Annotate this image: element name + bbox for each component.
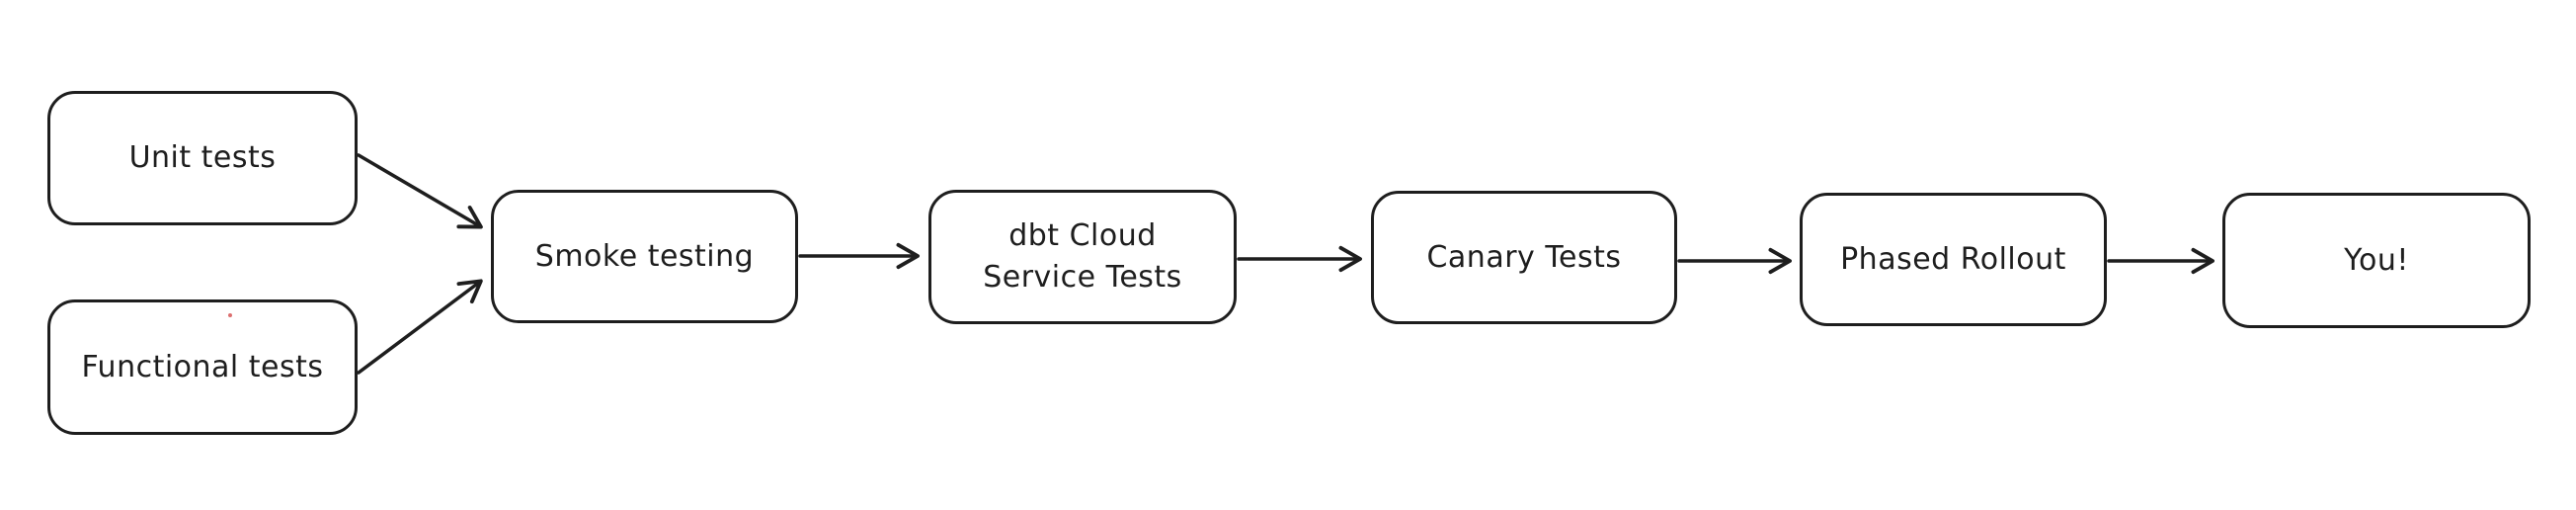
node-smoke-testing: Smoke testing bbox=[491, 190, 798, 323]
node-smoke-testing-label: Smoke testing bbox=[534, 238, 755, 274]
node-unit-tests-label: Unit tests bbox=[128, 140, 277, 175]
node-you: You! bbox=[2222, 193, 2531, 328]
node-dbt-cloud-service-tests-label: dbt Cloud Service Tests bbox=[983, 218, 1182, 295]
node-phased-rollout: Phased Rollout bbox=[1800, 193, 2107, 326]
node-you-label: You! bbox=[2344, 242, 2409, 278]
node-phased-rollout-label: Phased Rollout bbox=[1840, 241, 2066, 277]
edge-unit-tests-to-smoke-testing bbox=[357, 153, 483, 229]
node-canary-tests: Canary Tests bbox=[1371, 191, 1677, 324]
node-canary-tests-label: Canary Tests bbox=[1426, 239, 1622, 275]
node-unit-tests: Unit tests bbox=[47, 91, 358, 225]
node-functional-tests: Functional tests bbox=[47, 299, 358, 435]
stray-red-dot bbox=[228, 313, 232, 317]
node-functional-tests-label: Functional tests bbox=[81, 349, 324, 384]
node-dbt-cloud-service-tests: dbt Cloud Service Tests bbox=[928, 190, 1237, 324]
edge-functional-tests-to-smoke-testing bbox=[357, 279, 483, 375]
